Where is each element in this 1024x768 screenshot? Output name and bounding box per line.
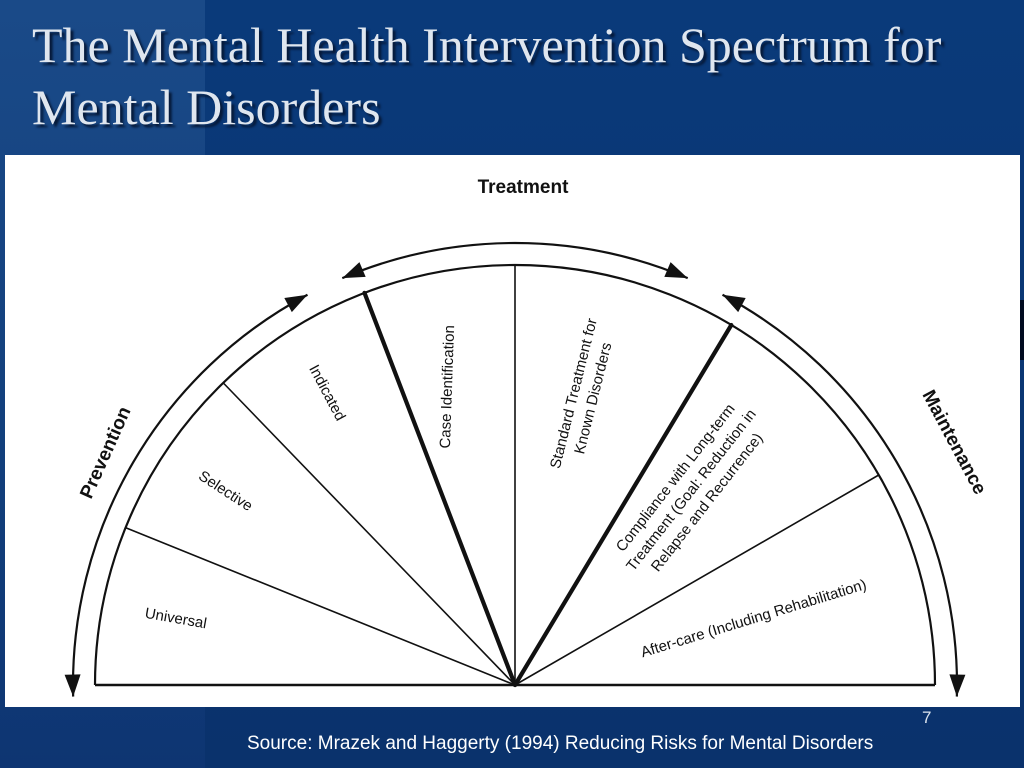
treatment-arrow-left	[342, 262, 366, 279]
segment-label-selective: Selective	[195, 468, 255, 515]
segment-label-indicated-line: Indicated	[305, 362, 349, 424]
segment-label-indicated: Indicated	[305, 362, 349, 424]
divider-treatment-maintenance	[512, 322, 734, 688]
prevention-arc	[71, 293, 309, 697]
slide-title: The Mental Health Intervention Spectrum …	[32, 17, 942, 135]
treatment-arrow-right	[664, 262, 688, 279]
divider-prevention-treatment	[362, 290, 518, 688]
maintenance-arrow-down	[949, 674, 966, 697]
treatment-arc-label: Treatment	[478, 177, 569, 198]
treatment-arc	[341, 241, 689, 280]
segment-label-after-care-line: After-care (Including Rehabilitation)	[639, 576, 869, 661]
prevention-arc-label: Prevention	[76, 404, 135, 502]
segment-label-after-care: After-care (Including Rehabilitation)	[639, 576, 869, 661]
maintenance-arc	[721, 293, 959, 697]
prevention-arrow-up	[284, 294, 308, 313]
segment-label-case-identification: Case Identification	[437, 325, 458, 449]
source-citation: Source: Mrazek and Haggerty (1994) Reduc…	[247, 733, 874, 754]
outer-arcs	[64, 241, 966, 697]
prevention-arrow-down	[64, 674, 81, 697]
maintenance-arc-label: Maintenance	[918, 387, 991, 498]
segment-label-universal: Universal	[144, 605, 209, 633]
maintenance-arrow-up	[722, 294, 746, 313]
fan-segments	[93, 263, 937, 688]
segment-label-standard-treatment: Standard Treatment forKnown Disorders	[547, 317, 620, 476]
segment-label-case-identification-line: Case Identification	[437, 325, 458, 449]
divider-universal-selective	[124, 526, 516, 686]
segment-label-compliance-line: Treatment (Goal: Reduction in	[623, 406, 760, 574]
divider-selective-indicated	[222, 382, 516, 686]
divider-compliance-after-care	[514, 474, 880, 686]
segment-label-universal-line: Universal	[144, 605, 209, 633]
slide-number: 7	[922, 708, 932, 727]
segment-label-selective-line: Selective	[195, 468, 255, 515]
